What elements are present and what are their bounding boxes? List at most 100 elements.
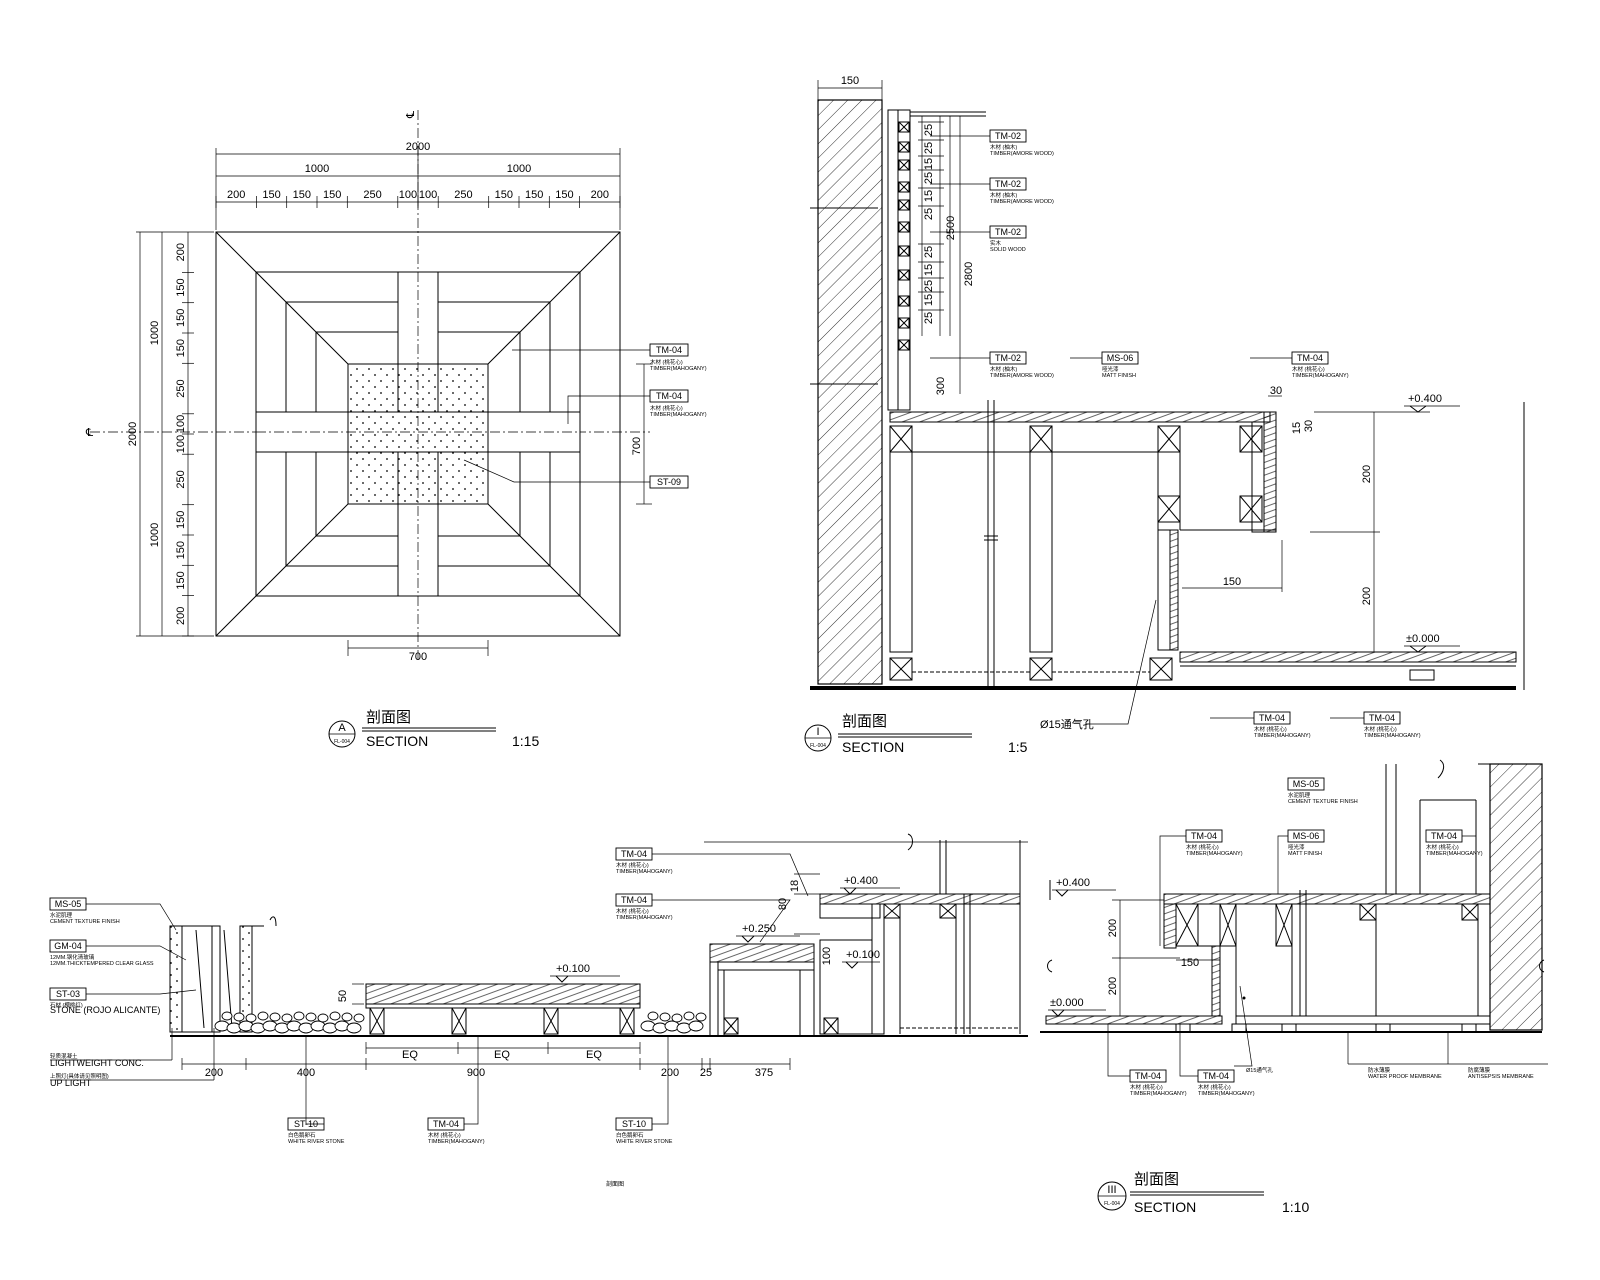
svg-text:木材 (桃花心): 木材 (桃花心) xyxy=(1198,1083,1231,1091)
svg-text:木材 (桃花心): 木材 (桃花心) xyxy=(1292,365,1325,373)
svg-text:+0.400: +0.400 xyxy=(844,875,878,887)
svg-text:30: 30 xyxy=(1303,420,1315,432)
svg-text:150: 150 xyxy=(841,75,859,87)
svg-text:FL-004: FL-004 xyxy=(810,743,826,749)
svg-text:TIMBER(AMORE WOOD): TIMBER(AMORE WOOD) xyxy=(990,373,1054,379)
svg-text:STONE (ROJO ALICANTE): STONE (ROJO ALICANTE) xyxy=(50,1005,160,1015)
svg-text:EQ: EQ xyxy=(494,1049,510,1061)
dim-top-part: 200 xyxy=(227,189,245,201)
dim-top-part: 250 xyxy=(363,189,381,201)
svg-text:1:15: 1:15 xyxy=(512,733,539,749)
svg-text:木材 (桃花心): 木材 (桃花心) xyxy=(1364,725,1397,733)
svg-text:SECTION: SECTION xyxy=(842,739,904,755)
section-2: 50 +0.100 +0.250 xyxy=(49,833,1028,1188)
svg-text:TM-04: TM-04 xyxy=(1369,713,1395,723)
svg-text:木材 (柚木): 木材 (柚木) xyxy=(990,143,1017,151)
svg-text:TM-04: TM-04 xyxy=(1431,831,1457,841)
svg-text:1:10: 1:10 xyxy=(1282,1199,1309,1215)
floor-deck xyxy=(1179,651,1517,663)
svg-text:TM-04: TM-04 xyxy=(1297,353,1323,363)
svg-text:200: 200 xyxy=(1361,587,1373,605)
dim-panel: 15 xyxy=(923,264,935,276)
svg-text:木材 (柚木): 木材 (柚木) xyxy=(990,191,1017,199)
svg-text:Ø15通气孔: Ø15通气孔 xyxy=(1246,1066,1273,1074)
svg-text:TM-04: TM-04 xyxy=(656,391,682,401)
svg-text:木材 (桃花心): 木材 (桃花心) xyxy=(1186,843,1219,851)
svg-text:100: 100 xyxy=(821,947,833,965)
svg-text:木材 (桃花心): 木材 (桃花心) xyxy=(1254,725,1287,733)
title-section-3: III FL-004 剖面图 SECTION 1:10 xyxy=(1097,1171,1309,1215)
svg-text:TM-04: TM-04 xyxy=(1135,1071,1161,1081)
svg-text:上照灯(具体请见照明图): 上照灯(具体请见照明图) xyxy=(50,1072,109,1080)
dim-panel: 25 xyxy=(923,172,935,184)
svg-text:375: 375 xyxy=(755,1067,773,1079)
svg-text:15: 15 xyxy=(1291,422,1303,434)
svg-text:EQ: EQ xyxy=(586,1049,602,1061)
svg-text:WATER PROOF MEMBRANE: WATER PROOF MEMBRANE xyxy=(1368,1074,1442,1080)
svg-text:木材 (桃花心): 木材 (桃花心) xyxy=(428,1131,461,1139)
svg-text:FL-004: FL-004 xyxy=(1104,1201,1120,1207)
section1-wall xyxy=(817,99,883,685)
svg-text:水泥肌理: 水泥肌理 xyxy=(50,911,73,919)
svg-text:±0.000: ±0.000 xyxy=(1406,633,1440,645)
svg-text:TIMBER(MAHOGANY): TIMBER(MAHOGANY) xyxy=(428,1139,485,1145)
svg-text:12MM.THICKTEMPERED CLEAR GLASS: 12MM.THICKTEMPERED CLEAR GLASS xyxy=(50,961,154,967)
svg-text:TIMBER(MAHOGANY): TIMBER(MAHOGANY) xyxy=(616,869,673,875)
svg-text:MS-05: MS-05 xyxy=(55,899,82,909)
dim-panel: 25 xyxy=(923,280,935,292)
svg-text:150: 150 xyxy=(1181,957,1199,969)
svg-text:SOLID WOOD: SOLID WOOD xyxy=(990,247,1026,253)
low-bench xyxy=(365,983,641,1005)
svg-text:150: 150 xyxy=(1223,576,1241,588)
dim-panel: 25 xyxy=(923,246,935,258)
svg-text:ST-03: ST-03 xyxy=(56,989,80,999)
dim-left-part: 150 xyxy=(175,511,187,529)
title-section-a: A FL-004 剖面图 SECTION 1:15 xyxy=(328,709,539,749)
dim-top-part: 150 xyxy=(495,189,513,201)
svg-text:木材 (柚木): 木材 (柚木) xyxy=(990,365,1017,373)
svg-text:MS-06: MS-06 xyxy=(1293,831,1320,841)
svg-text:WHITE RIVER STONE: WHITE RIVER STONE xyxy=(288,1139,345,1145)
svg-text:水泥肌理: 水泥肌理 xyxy=(1288,791,1311,799)
svg-text:哑光漆: 哑光漆 xyxy=(1102,365,1119,373)
svg-text:TM-04: TM-04 xyxy=(621,849,647,859)
svg-text:18: 18 xyxy=(789,880,801,892)
svg-text:MATT FINISH: MATT FINISH xyxy=(1288,851,1322,857)
svg-text:1000: 1000 xyxy=(305,163,329,175)
svg-text:300: 300 xyxy=(935,377,947,395)
dim-left-part: 250 xyxy=(175,470,187,488)
tag-st09: ST-09 xyxy=(649,475,689,489)
svg-text:1000: 1000 xyxy=(507,163,531,175)
dim-top-part: 100 xyxy=(419,189,437,201)
svg-text:25: 25 xyxy=(700,1067,712,1079)
dim-top-total: 2000 xyxy=(406,141,430,153)
dim-left-part: 200 xyxy=(175,607,187,625)
svg-text:200: 200 xyxy=(661,1067,679,1079)
dim-top-part: 150 xyxy=(555,189,573,201)
dim-left-part: 150 xyxy=(175,309,187,327)
dim-left-part: 250 xyxy=(175,379,187,397)
svg-text:80: 80 xyxy=(777,898,789,910)
svg-text:MS-06: MS-06 xyxy=(1107,353,1134,363)
svg-text:TIMBER(MAHOGANY): TIMBER(MAHOGANY) xyxy=(1426,851,1483,857)
svg-text:TM-02: TM-02 xyxy=(995,353,1021,363)
section3-wall xyxy=(1489,763,1543,1031)
svg-text:白色鹅卵石: 白色鹅卵石 xyxy=(288,1131,316,1139)
svg-text:30: 30 xyxy=(1270,385,1282,397)
svg-text:MS-05: MS-05 xyxy=(1293,779,1320,789)
svg-text:EQ: EQ xyxy=(402,1049,418,1061)
svg-text:SECTION: SECTION xyxy=(1134,1199,1196,1215)
svg-text:木材 (桃花心): 木材 (桃花心) xyxy=(650,358,683,366)
svg-text:TIMBER(MAHOGANY): TIMBER(MAHOGANY) xyxy=(1186,851,1243,857)
svg-text:LIGHTWEIGHT CONC.: LIGHTWEIGHT CONC. xyxy=(50,1058,144,1068)
svg-text:WHITE RIVER STONE: WHITE RIVER STONE xyxy=(616,1139,673,1145)
